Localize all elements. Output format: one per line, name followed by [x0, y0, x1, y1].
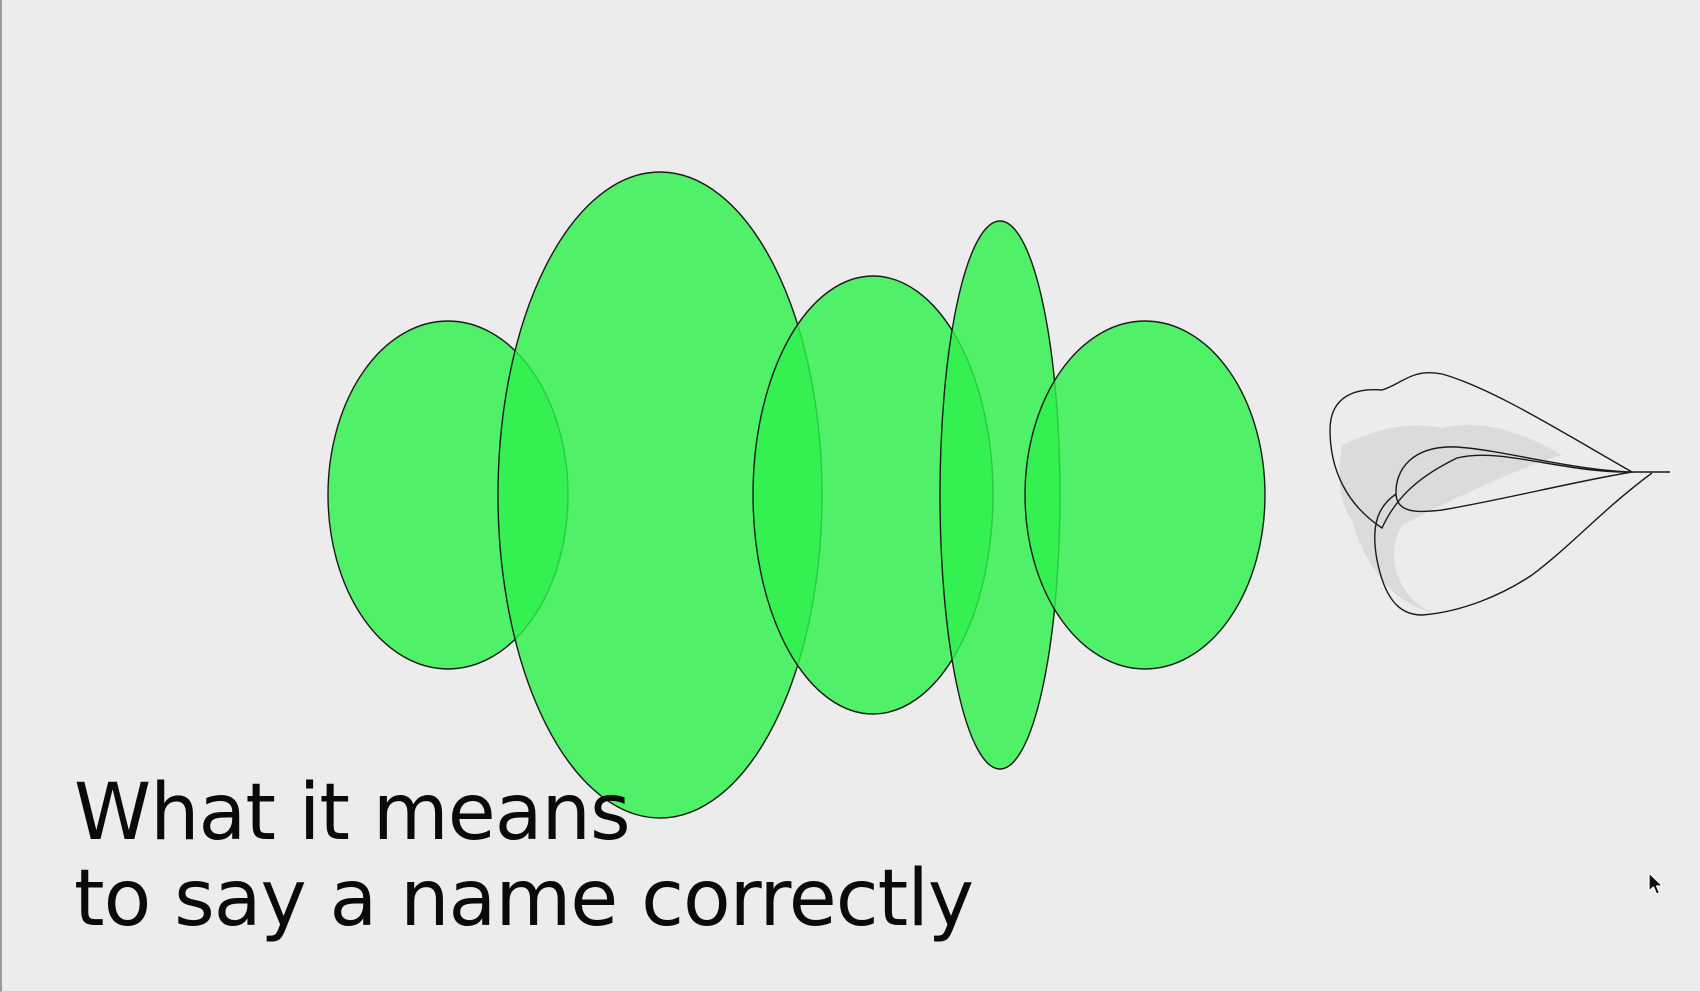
sound-bubbles	[327, 171, 1266, 819]
headline-line-1: What it means	[74, 768, 631, 858]
headline: What it means to say a name correctly	[74, 768, 974, 944]
headline-line-2: to say a name correctly	[74, 854, 974, 944]
lips-illustration	[1329, 372, 1670, 616]
sound-bubble	[1024, 320, 1266, 670]
mouse-pointer-icon	[1648, 872, 1664, 895]
lips-shading	[1339, 424, 1562, 612]
